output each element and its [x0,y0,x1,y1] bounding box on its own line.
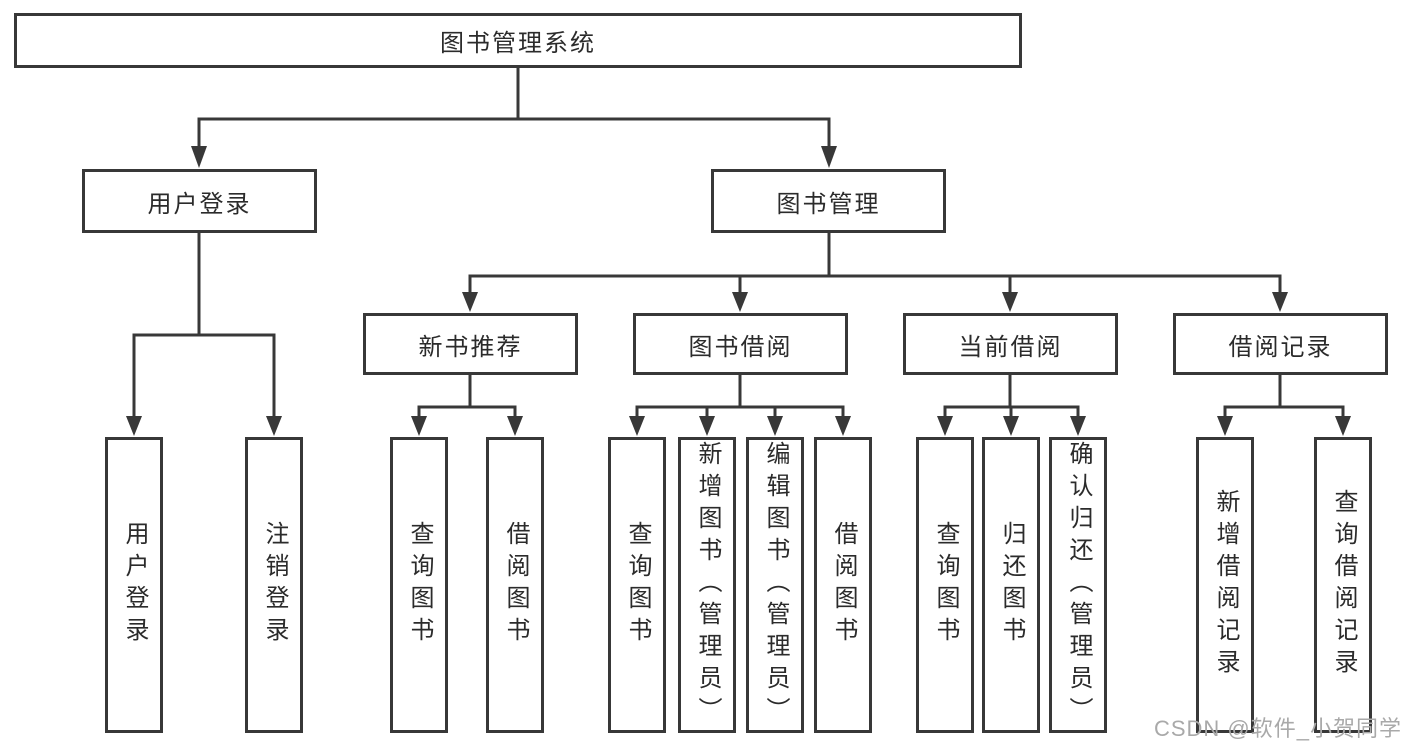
connector-user-login-children [126,229,282,436]
arrowhead [835,416,851,436]
leaf-label: 注销登录 [261,521,288,649]
leaf-label: 用户登录 [121,521,148,649]
node-user-login: 用户登录 [82,169,317,233]
leaf-label: 新增借阅记录 [1212,489,1239,681]
arrowhead [699,416,715,436]
node-new-book-recommend: 新书推荐 [363,313,578,375]
leaf-label: 查询图书 [932,521,959,649]
node-root-library-management-system: 图书管理系统 [14,13,1022,68]
leaf-label: 新增图书（管理员） [694,441,721,729]
arrowhead [1272,292,1288,312]
node-leaf-return-book: 归还图书 [982,437,1040,733]
node-leaf-confirm-return-admin: 确认归还（管理员） [1049,437,1107,733]
leaf-label: 确认归还（管理员） [1065,441,1092,729]
node-leaf-edit-book-admin: 编辑图书（管理员） [746,437,804,733]
connector-root-to-level2 [191,64,837,168]
leaf-label: 查询图书 [624,521,651,649]
leaf-label: 查询借阅记录 [1330,489,1357,681]
node-leaf-borrow-books-1: 借阅图书 [486,437,544,733]
node-leaf-query-books-3: 查询图书 [916,437,974,733]
node-current-borrow: 当前借阅 [903,313,1118,375]
node-leaf-query-books-2: 查询图书 [608,437,666,733]
arrowhead [1070,416,1086,436]
node-borrow-records: 借阅记录 [1173,313,1388,375]
arrowhead [1217,416,1233,436]
arrowhead [411,416,427,436]
arrowhead [462,292,478,312]
arrowhead [1002,292,1018,312]
node-leaf-logout: 注销登录 [245,437,303,733]
leaf-label: 编辑图书（管理员） [762,441,789,729]
leaf-label: 查询图书 [406,521,433,649]
connector-book-borrow-children [629,371,851,436]
arrowhead [507,416,523,436]
leaf-label: 借阅图书 [830,521,857,649]
csdn-watermark: CSDN @软件_小贺同学 [1153,716,1402,741]
node-leaf-borrow-books-2: 借阅图书 [814,437,872,733]
arrowhead [1003,416,1019,436]
node-leaf-add-borrow-record: 新增借阅记录 [1196,437,1254,733]
leaf-label: 归还图书 [998,521,1025,649]
arrowhead [629,416,645,436]
arrowhead [191,146,207,168]
connector-book-management-children [462,229,1288,312]
node-leaf-query-borrow-record: 查询借阅记录 [1314,437,1372,733]
node-leaf-user-login: 用户登录 [105,437,163,733]
arrowhead [126,416,142,436]
leaf-label: 借阅图书 [502,521,529,649]
node-leaf-add-book-admin: 新增图书（管理员） [678,437,736,733]
arrowhead [767,416,783,436]
node-leaf-query-books-1: 查询图书 [390,437,448,733]
arrowhead [821,146,837,168]
arrowhead [732,292,748,312]
connector-borrow-records-children [1217,371,1351,436]
arrowhead [1335,416,1351,436]
node-book-management: 图书管理 [711,169,946,233]
connector-current-borrow-children [937,371,1086,436]
connector-new-book-recommend-children [411,371,523,436]
arrowhead [937,416,953,436]
arrowhead [266,416,282,436]
node-book-borrow: 图书借阅 [633,313,848,375]
